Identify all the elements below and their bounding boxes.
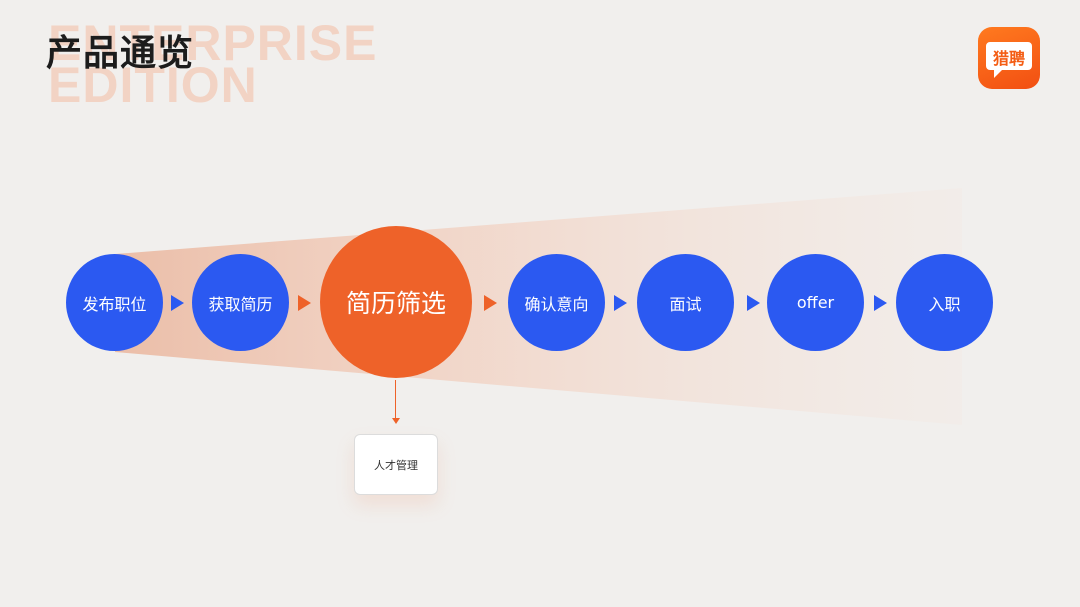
talent-management-card[interactable]: 人才管理 — [354, 434, 438, 495]
brand-logo: 猎聘 — [978, 27, 1040, 89]
flow-arrow-icon — [614, 295, 627, 311]
flow-arrow-icon — [171, 295, 184, 311]
flow-arrow-icon — [874, 295, 887, 311]
step-confirm-intent[interactable]: 确认意向 — [508, 254, 605, 351]
step-onboarding[interactable]: 入职 — [896, 254, 993, 351]
step-interview[interactable]: 面试 — [637, 254, 734, 351]
watermark-line-2: EDITION — [48, 57, 258, 113]
step-resume-screening[interactable]: 简历筛选 — [320, 226, 472, 378]
page-title: 产品通览 — [46, 33, 195, 74]
flow-arrow-icon — [484, 295, 497, 311]
flow-arrow-icon — [747, 295, 760, 311]
logo-text: 猎聘 — [992, 49, 1025, 68]
watermark-line-1: ENTERPRISE — [48, 15, 378, 71]
step-get-resume[interactable]: 获取简历 — [192, 254, 289, 351]
step-post-job[interactable]: 发布职位 — [66, 254, 163, 351]
flow-arrow-icon — [298, 295, 311, 311]
watermark-text: ENTERPRISE EDITION — [48, 15, 378, 113]
speech-bubble-icon — [986, 42, 1032, 78]
connector-arrow-icon — [392, 418, 400, 424]
connector-line — [395, 380, 396, 420]
step-offer[interactable]: offer — [767, 254, 864, 351]
